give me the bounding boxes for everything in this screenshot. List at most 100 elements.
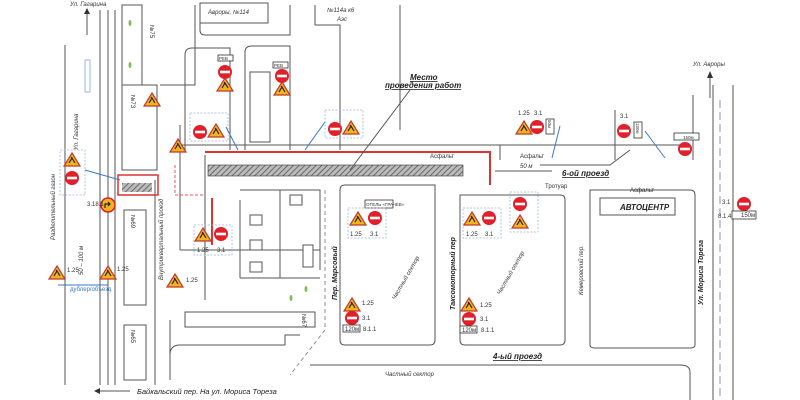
distance-label: 50 – 100 м — [79, 246, 85, 275]
road-works-sign-icon — [207, 123, 225, 138]
building-75 — [121, 4, 143, 86]
detour-label: дублер/объезд — [70, 287, 112, 293]
sign-code: 3.1 — [362, 316, 371, 322]
sign-group-3 — [189, 112, 239, 151]
no-entry-sign-icon — [65, 171, 79, 185]
street-label-to-moris: На ул. Мориса Тореза — [200, 387, 277, 396]
plate-text: 150м — [635, 123, 640, 134]
no-entry-sign-icon — [214, 227, 228, 241]
plate-text: 50м — [547, 120, 552, 128]
plate-text: 150м — [683, 135, 694, 140]
building-label: №75 — [148, 25, 155, 39]
no-entry-sign-icon — [193, 125, 207, 139]
sign-code: 1.25 — [67, 268, 79, 274]
private-sector-label: Частный сектор — [385, 371, 435, 378]
building-label: №67 — [300, 314, 307, 328]
private-sector-label: Частный сектор — [391, 255, 422, 301]
asphalt-label: Асфальт — [520, 154, 544, 160]
sign-code: 8.1.1 — [481, 328, 495, 334]
building-label: Авроры, №114 — [207, 9, 250, 16]
no-entry-sign-icon — [328, 122, 342, 136]
no-entry-sign-icon — [678, 142, 692, 156]
building-label: АВТОЦЕНТР — [619, 203, 670, 212]
no-entry-sign-icon — [482, 211, 496, 225]
street-label-gagarina: Ул. Гагарина — [74, 113, 80, 151]
building-avrory-114 — [199, 2, 269, 24]
road-works-sign-icon — [349, 211, 367, 226]
sign-stack-taksomotorny: 1.25 3.1 120м 8.1.1 — [459, 297, 495, 334]
sign-code: 1.25 — [186, 278, 198, 284]
distance-label-50: 50 м — [520, 164, 532, 170]
plate-text: 150м — [741, 213, 755, 219]
sign-code: 3.18.1 — [87, 202, 104, 208]
street-label-baikalsky: Байкальский пер. — [137, 387, 198, 396]
road-works-sign-icon — [99, 265, 117, 280]
sign-group-6: 1.25 3.1 — [347, 207, 387, 239]
street-label-gagarina-top: Ул. Гагарина — [69, 2, 107, 8]
sign-code: 3.1 — [480, 317, 489, 323]
median-label: Разделительный газон — [50, 173, 57, 240]
sign-group-7: 1.25 3.1 — [462, 207, 502, 239]
no-entry-sign-icon — [345, 311, 359, 325]
plate-text: РЕВ — [219, 56, 228, 61]
hotel-label: ОТЕЛЬ «ГРАЧЕВ» — [366, 202, 405, 207]
sign-group-top-1: РЕВ — [216, 54, 234, 92]
street-label-moris-toreza: Ул. Мориса Тореза — [698, 240, 705, 305]
building-69 — [123, 209, 147, 306]
sign-code: 3.1 — [485, 232, 494, 238]
asphalt-label: Асфальт — [630, 188, 654, 194]
street-label-4-proezd: 4-ый проезд — [492, 352, 542, 361]
sign-code: 1.25 — [480, 303, 492, 309]
road-works-sign-icon — [463, 211, 481, 226]
sign-code: 1.25 — [197, 248, 209, 254]
plate-text: 120м — [345, 327, 359, 333]
asphalt-label: Асфальт — [430, 154, 454, 160]
no-entry-sign-icon — [513, 197, 527, 211]
building-label: №114а к6 — [327, 7, 355, 14]
road-works-sign-icon — [343, 297, 361, 312]
no-entry-sign-icon — [462, 312, 476, 326]
building-67 — [184, 311, 316, 328]
road-works-sign-icon — [166, 273, 184, 288]
sign-group-left — [59, 149, 121, 196]
sign-code: 3.1 — [620, 114, 629, 120]
sidewalk-label: Тротуар — [545, 184, 568, 190]
road-works-sign-icon — [48, 265, 66, 280]
road-works-sign-icon — [216, 77, 234, 92]
sign-group-top-2: РЕВ — [272, 61, 291, 96]
sign-code: 8.1.1 — [363, 327, 377, 333]
sign-code: 1.25 — [350, 232, 362, 238]
sign-code: 3.1 — [722, 200, 731, 206]
sign-group-5: 1.25 3.1 — [193, 224, 233, 256]
sign-code: 1.25 — [117, 267, 129, 273]
work-zone — [117, 151, 491, 245]
sign-code: 1.25 — [518, 111, 530, 117]
building-label: №73 — [129, 95, 136, 109]
building-avtocentr — [599, 197, 676, 216]
road-works-sign-icon — [511, 214, 529, 229]
sign-code: 3.1 — [534, 111, 543, 117]
sign-code: 3.1 — [370, 232, 379, 238]
building-label: Аэс — [336, 17, 347, 23]
sign-group-4 — [304, 109, 364, 151]
sign-group-8 — [509, 191, 539, 233]
sign-code: 1.25 — [362, 301, 374, 307]
road-works-sign-icon — [63, 152, 81, 167]
road-works-sign-icon — [515, 120, 533, 135]
building-65 — [123, 324, 147, 381]
private-sector-label: Частный сектор — [496, 250, 527, 296]
work-site-label-2: проведения работ — [385, 81, 461, 90]
no-entry-sign-icon — [368, 211, 382, 225]
no-entry-sign-icon — [737, 197, 751, 211]
street-label-6-proezd: 6-ой проезд — [562, 169, 609, 178]
sign-code: 1.25 — [466, 232, 478, 238]
sign-code: 3.1 — [217, 248, 226, 254]
plate-text: 120м — [462, 328, 476, 334]
excavation-area — [207, 164, 464, 177]
sign-stack-avrory-1: 1.25 3.1 50м — [515, 111, 561, 159]
sign-stack-marsovy: 1.25 3.1 120м 8.1.1 — [342, 297, 377, 333]
road-works-sign-icon — [342, 120, 360, 135]
street-label-marsovy: Пер. Марсовый — [331, 245, 339, 300]
building-label: №69 — [129, 215, 136, 229]
